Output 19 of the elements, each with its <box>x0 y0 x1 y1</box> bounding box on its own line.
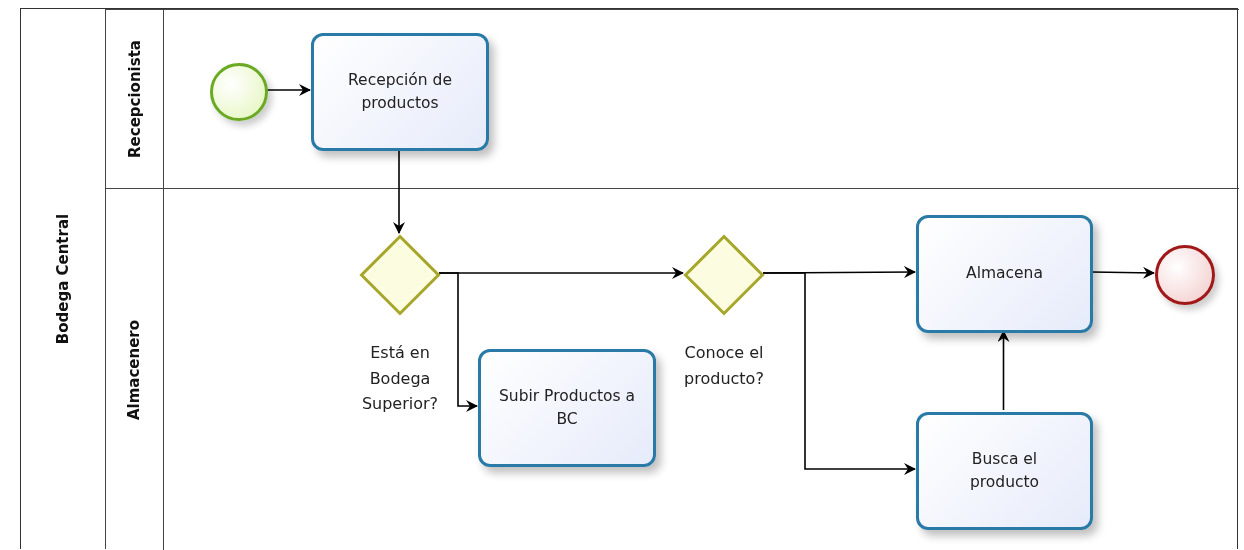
sequence-flow-arrow <box>1091 266 1155 279</box>
task-box: Busca el producto <box>916 412 1093 530</box>
gateway-label: Conoce el producto? <box>683 342 765 390</box>
lane-title: Recepcionista <box>125 40 144 158</box>
task-box: Recepción de productos <box>311 33 489 151</box>
task-box: Almacena <box>916 215 1093 333</box>
sequence-flow-arrow <box>393 148 405 234</box>
sequence-flow-arrow <box>762 272 916 475</box>
sequence-flow-arrow <box>997 330 1010 411</box>
gateway-diamond <box>684 235 764 315</box>
sequence-flow-arrow <box>438 272 478 412</box>
pool-title: Bodega Central <box>54 213 72 345</box>
gateway-diamond <box>360 235 440 315</box>
lane-title: Almacenero <box>125 319 144 420</box>
gateway-label: Está en Bodega Superior? <box>360 342 440 416</box>
start-event-circle <box>210 63 268 121</box>
end-event-circle <box>1155 245 1215 305</box>
task-box: Subir Productos a BC <box>478 349 656 467</box>
sequence-flow-arrow <box>266 84 311 96</box>
